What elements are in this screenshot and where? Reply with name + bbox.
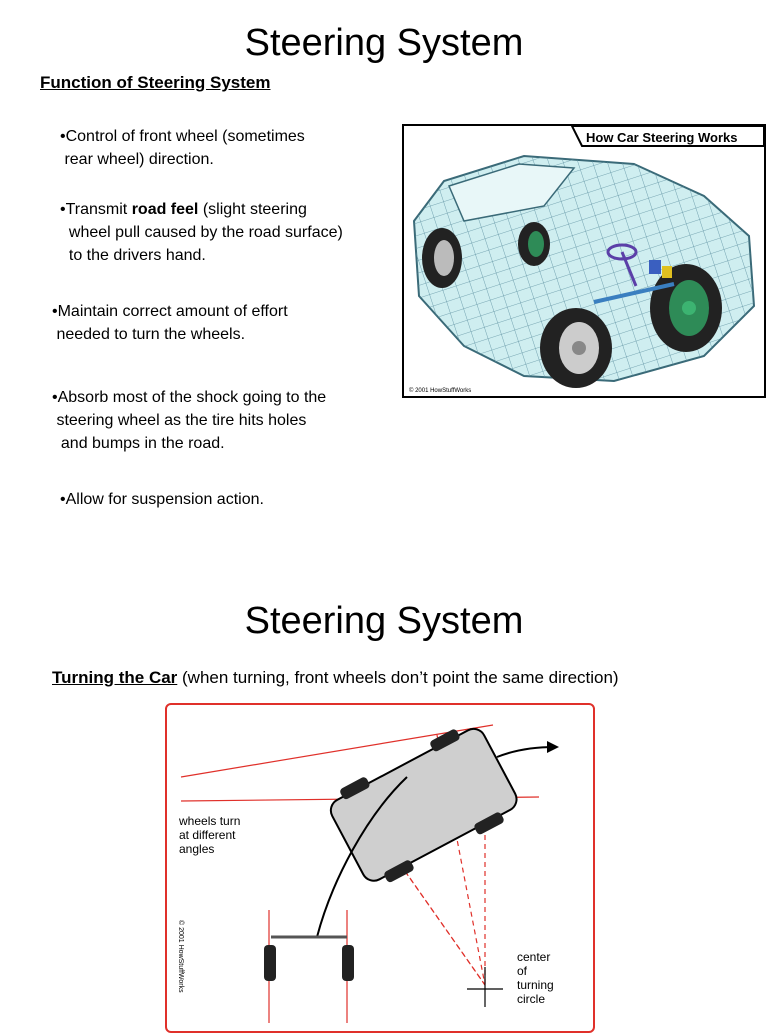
center-label: center of turning circle: [517, 950, 557, 1006]
diagram-copyright: © 2001 HowStuffWorks: [177, 920, 185, 993]
slide1-title: Steering System: [244, 22, 524, 64]
bullet-line: to the drivers hand.: [60, 247, 206, 264]
front-left-wheel: [540, 308, 612, 388]
bullet-suspension: •Allow for suspension action.: [60, 488, 264, 511]
bullet-road-feel: •Transmit road feel (slight steering whe…: [60, 198, 343, 267]
banner-shape: [570, 126, 764, 147]
rear-left-wheel: [422, 228, 462, 288]
turning-label: Turning the Car: [52, 668, 178, 687]
rear-wheel-left: [264, 945, 276, 981]
dash-line: [436, 734, 486, 986]
bullet-line: •Allow for suspension action.: [60, 491, 264, 508]
bullet-line: •Absorb most of the shock going to the: [52, 389, 327, 406]
bullet-line: steering wheel as the tire hits holes: [52, 412, 307, 429]
path-arrow: [496, 746, 556, 758]
slide1-subtitle: Function of Steering System: [40, 73, 271, 92]
bullet-line: •Control of front wheel (sometimes: [60, 128, 305, 145]
turning-diagram: wheels turn at different angles center o…: [165, 703, 595, 1033]
road-feel-bold: road feel: [131, 201, 199, 218]
bullet-line: •Maintain correct amount of effort: [52, 303, 288, 320]
car-body-top-view: [329, 727, 518, 883]
axis-line-top: [180, 724, 494, 778]
bullet-line: rear wheel) direction.: [60, 151, 214, 168]
bullet-line: (slight steering: [198, 201, 307, 218]
bullet-control: •Control of front wheel (sometimes rear …: [60, 125, 305, 171]
rear-right-wheel: [518, 222, 550, 266]
turning-diagram-drawing: wheels turn at different angles center o…: [177, 724, 559, 1023]
bullet-line: and bumps in the road.: [52, 435, 225, 452]
arrow-head-icon: [547, 741, 559, 753]
car-copyright: © 2001 HowStuffWorks: [409, 387, 471, 394]
rear-wheel-right: [342, 945, 354, 981]
car-window: [447, 163, 576, 222]
banner-text: How Car Steering Works: [586, 130, 737, 145]
steering-mechanism: [593, 243, 675, 304]
dash-line: [394, 856, 486, 986]
slide2-title: Steering System: [244, 600, 524, 642]
turning-note: (when turning, front wheels don’t point …: [177, 668, 619, 687]
front-right-wheel: [650, 264, 722, 352]
car-steering-illustration: How Car Steering Works: [402, 124, 766, 398]
bullet-line: needed to turn the wheels.: [52, 326, 246, 343]
wheels-turn-label: wheels turn at different angles: [178, 814, 244, 856]
path-curve: [316, 776, 408, 938]
turning-heading: Turning the Car (when turning, front whe…: [52, 668, 619, 688]
bullet-absorb: •Absorb most of the shock going to the s…: [52, 386, 326, 455]
bullet-line: •Transmit: [60, 201, 132, 218]
car-wireframe-drawing: How Car Steering Works: [409, 126, 764, 394]
bullet-line: wheel pull caused by the road surface): [60, 224, 343, 241]
bullet-effort: •Maintain correct amount of effort neede…: [52, 300, 288, 346]
